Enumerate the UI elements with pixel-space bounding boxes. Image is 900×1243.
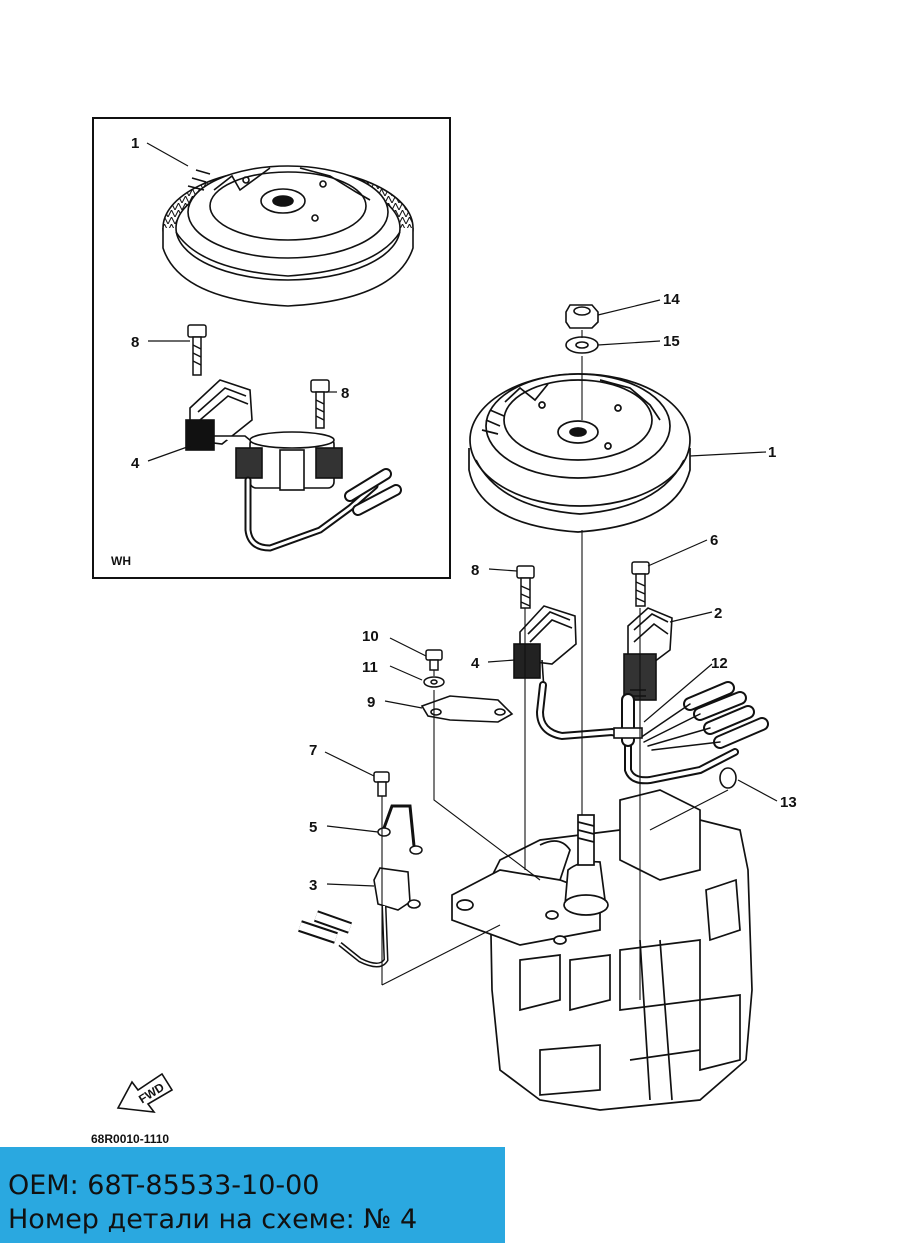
inset-flywheel-rotor bbox=[162, 165, 414, 307]
fwd-arrow-icon bbox=[116, 1072, 174, 1113]
callout-6: 6 bbox=[710, 532, 718, 549]
callout-11: 11 bbox=[362, 659, 378, 676]
thermo-sensor-3 bbox=[298, 867, 421, 968]
inset-label: WH bbox=[111, 554, 131, 568]
callout-8-inset-right: 8 bbox=[341, 385, 349, 402]
clamp-12 bbox=[613, 727, 643, 739]
assembly-lines bbox=[381, 330, 729, 1000]
bolt-6 bbox=[631, 561, 650, 607]
callout-15: 15 bbox=[663, 333, 680, 350]
charge-coil-2 bbox=[623, 607, 673, 701]
diagram-part-number: Номер детали на схеме: № 4 bbox=[8, 1204, 418, 1235]
callout-2: 2 bbox=[714, 605, 722, 622]
bolt-10 bbox=[425, 649, 443, 671]
washer-15 bbox=[565, 336, 599, 354]
callout-13: 13 bbox=[780, 794, 797, 811]
bracket-9 bbox=[420, 695, 514, 723]
callout-4: 4 bbox=[471, 655, 480, 672]
callout-8-inset-left: 8 bbox=[131, 334, 139, 351]
callout-3: 3 bbox=[309, 877, 317, 894]
nut-14 bbox=[565, 304, 599, 329]
callout-12: 12 bbox=[711, 655, 728, 672]
clamp-5 bbox=[377, 804, 423, 855]
bolt-7 bbox=[373, 771, 390, 797]
callout-8: 8 bbox=[471, 562, 479, 579]
callout-4-inset: 4 bbox=[131, 455, 140, 472]
callout-1: 1 bbox=[768, 444, 776, 461]
pulser-coil-4 bbox=[513, 605, 577, 691]
inset-pulser-coil-4 bbox=[185, 379, 263, 451]
callout-7: 7 bbox=[309, 742, 317, 759]
inset-bolt-8-right bbox=[310, 379, 330, 429]
engine-block bbox=[451, 789, 753, 1111]
bolt-8 bbox=[516, 565, 535, 609]
oem-number: OEM: 68T-85533-10-00 bbox=[8, 1170, 320, 1201]
callout-10: 10 bbox=[362, 628, 379, 645]
inset-harness bbox=[244, 468, 402, 552]
inset-charge-coil bbox=[235, 431, 343, 491]
cap-13 bbox=[719, 767, 737, 789]
drawing-code: 68R0010-1110 bbox=[91, 1132, 169, 1146]
callout-1-inset: 1 bbox=[131, 135, 139, 152]
washer-11 bbox=[423, 676, 445, 688]
flywheel-rotor-1 bbox=[468, 373, 691, 533]
inset-bolt-8-left bbox=[187, 324, 207, 376]
inset-frame bbox=[92, 117, 451, 579]
callout-leaders bbox=[146, 142, 778, 887]
part-info-banner: OEM: 68T-85533-10-00 Номер детали на схе… bbox=[0, 1147, 505, 1243]
callout-14: 14 bbox=[663, 291, 680, 308]
callout-9: 9 bbox=[367, 694, 375, 711]
callout-5: 5 bbox=[309, 819, 317, 836]
